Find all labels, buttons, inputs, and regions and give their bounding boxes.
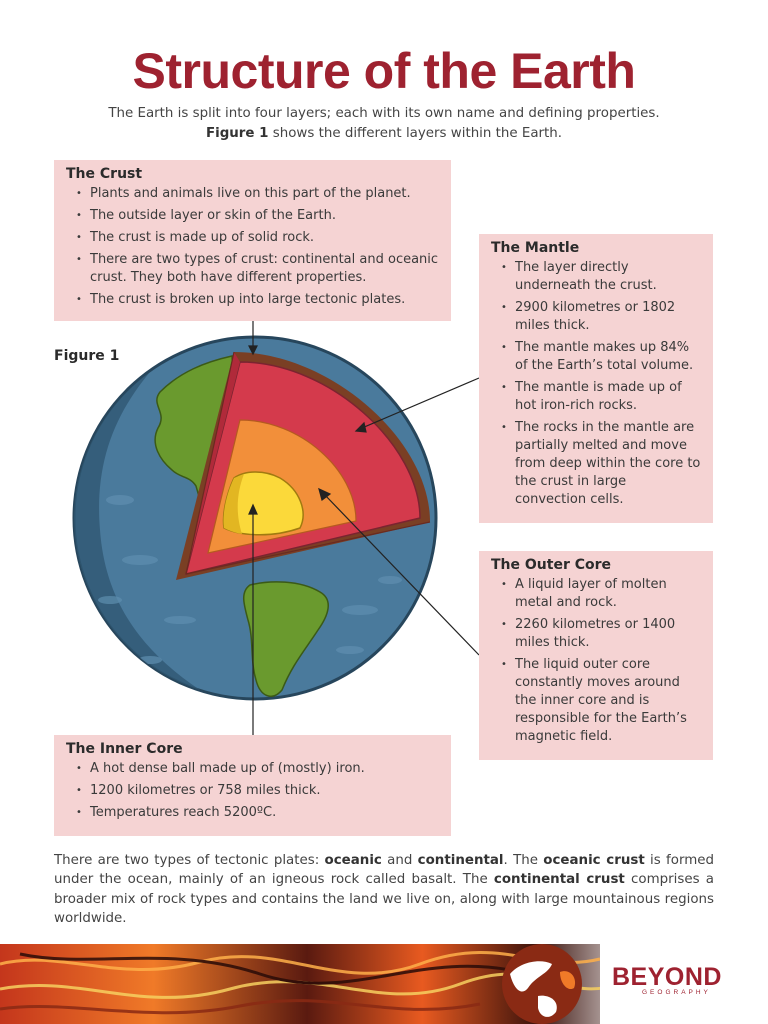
mantle-list: The layer directly underneath the crust.… xyxy=(491,259,701,509)
intro-figure-ref: Figure 1 xyxy=(205,126,269,141)
list-item: 2260 kilometres or 1400 miles thick. xyxy=(491,616,701,652)
list-item: The outside layer or skin of the Earth. xyxy=(66,207,439,225)
inner-core-shade xyxy=(223,474,244,534)
inner-core-heading: The Inner Core xyxy=(66,741,183,757)
page-title: Structure of the Earth xyxy=(132,43,636,99)
list-item: Plants and animals live on this part of … xyxy=(66,185,439,203)
list-item: Temperatures reach 5200ºC. xyxy=(66,804,439,822)
text-run: comprises a broader mix of rock types an… xyxy=(54,872,714,927)
intro-text: The Earth is split into four layers; eac… xyxy=(40,104,728,144)
crust-info-box: The Crust Plants and animals live on thi… xyxy=(54,160,451,321)
list-item: 2900 kilometres or 1802 miles thick. xyxy=(491,299,701,335)
list-item: The mantle makes up 84% of the Earth’s t… xyxy=(491,339,701,375)
inner-core-info-box: The Inner Core A hot dense ball made up … xyxy=(54,735,451,836)
list-item: The crust is made up of solid rock. xyxy=(66,229,439,247)
logo-wordmark: BEYOND xyxy=(612,963,722,991)
lava-banner xyxy=(0,944,768,1024)
crust-heading: The Crust xyxy=(66,166,143,182)
list-item: A liquid layer of molten metal and rock. xyxy=(491,576,701,612)
list-item: The layer directly underneath the crust. xyxy=(491,259,701,295)
crust-list: Plants and animals live on this part of … xyxy=(66,185,439,309)
intro-line-2: shows the different layers within the Ea… xyxy=(268,126,563,141)
bold-term: oceanic crust xyxy=(543,853,645,868)
mantle-heading: The Mantle xyxy=(491,240,580,256)
outer-core-heading: The Outer Core xyxy=(491,557,612,573)
pointer-lines xyxy=(248,321,480,735)
ocean-texture xyxy=(98,495,402,664)
bold-term: continental crust xyxy=(493,872,625,888)
list-item: The rocks in the mantle are partially me… xyxy=(491,419,701,509)
beyond-geography-logo: BEYOND GEOGRAPHY xyxy=(612,963,722,996)
bold-term: oceanic xyxy=(324,853,382,868)
bold-term: continental xyxy=(417,853,504,868)
outer-core-info-box: The Outer Core A liquid layer of molten … xyxy=(479,551,713,760)
text-run: is formed under the ocean, mainly of an … xyxy=(54,853,714,888)
figure-label: Figure 1 xyxy=(54,348,120,364)
intro-line-1: The Earth is split into four layers; eac… xyxy=(108,106,660,121)
list-item: The liquid outer core constantly moves a… xyxy=(491,656,701,746)
logo-subtitle: GEOGRAPHY xyxy=(642,989,711,996)
wedge-edges xyxy=(185,351,431,575)
list-item: The crust is broken up into large tecton… xyxy=(66,291,439,309)
text-run: There are two types of tectonic plates: xyxy=(54,853,325,868)
tectonic-plates-paragraph: There are two types of tectonic plates: … xyxy=(54,851,714,929)
outer-core-list: A liquid layer of molten metal and rock.… xyxy=(491,576,701,746)
mantle-side-face xyxy=(186,352,240,574)
globe-shadow xyxy=(74,372,200,690)
text-run: and xyxy=(381,853,418,868)
list-item: A hot dense ball made up of (mostly) iro… xyxy=(66,760,439,778)
land-south xyxy=(243,581,329,698)
list-item: The mantle is made up of hot iron-rich r… xyxy=(491,379,701,415)
mantle-info-box: The Mantle The layer directly underneath… xyxy=(479,234,713,523)
inner-core-list: A hot dense ball made up of (mostly) iro… xyxy=(66,760,439,822)
list-item: 1200 kilometres or 758 miles thick. xyxy=(66,782,439,800)
text-run: . The xyxy=(503,853,544,868)
list-item: There are two types of crust: continenta… xyxy=(66,251,439,287)
